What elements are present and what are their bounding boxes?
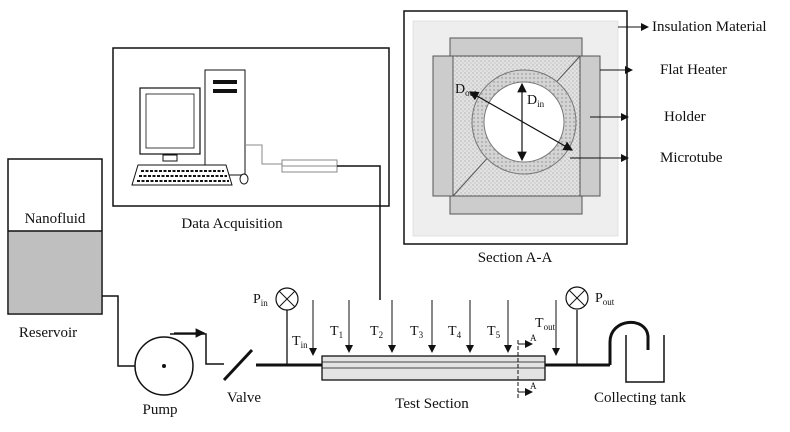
- reservoir-fluid: [9, 231, 101, 313]
- pump-label: Pump: [142, 402, 177, 418]
- test-section-label: Test Section: [395, 396, 469, 412]
- valve: Valve: [222, 348, 261, 406]
- collecting-tank-vessel: [625, 335, 665, 383]
- data-acquisition-label: Data Acquisition: [181, 216, 283, 232]
- nanofluid-label: Nanofluid: [25, 211, 86, 227]
- keyboard-icon: [131, 164, 233, 186]
- p-in-label: Pin: [253, 292, 268, 308]
- heater-right: [579, 55, 601, 197]
- heater-left: [432, 55, 454, 197]
- daq-cable: [337, 165, 381, 300]
- section-a-a: Dout Din Section A-A: [403, 10, 628, 266]
- section-mark-bottom: A: [530, 381, 537, 391]
- t3-label: T3: [410, 324, 424, 340]
- p-out-label: Pout: [595, 291, 615, 307]
- valve-symbol: [222, 348, 254, 382]
- section-callouts: [570, 23, 649, 162]
- collecting-tank: Collecting tank: [594, 335, 687, 406]
- temperature-labels: Tin T1 T2 T3 T4 T5 Tout: [292, 316, 556, 350]
- holder-label: Holder: [664, 109, 706, 125]
- pump: Pump: [134, 336, 194, 418]
- pressure-gauge-inlet: Pin: [253, 287, 299, 365]
- t-out-label: Tout: [535, 316, 556, 332]
- pipe-outlet-bend: [608, 320, 650, 365]
- collecting-tank-label: Collecting tank: [594, 390, 687, 406]
- pipe-pump-to-valve: [170, 333, 224, 365]
- insulation-label: Insulation Material: [652, 19, 767, 35]
- test-section: Test Section A A: [321, 333, 546, 412]
- t5-label: T5: [487, 324, 501, 340]
- microtube-label: Microtube: [660, 150, 723, 166]
- t2-label: T2: [370, 324, 383, 340]
- d-out-label: Dout: [455, 82, 477, 98]
- reservoir: Nanofluid Reservoir: [7, 158, 103, 341]
- microtube-bore: [483, 81, 565, 163]
- section-mark-top: A: [530, 333, 537, 343]
- t-in-label: Tin: [292, 334, 308, 350]
- heater-top: [449, 37, 583, 59]
- t4-label: T4: [448, 324, 462, 340]
- data-acquisition: Data Acquisition: [112, 47, 390, 232]
- t1-label: T1: [330, 324, 343, 340]
- pipe-reservoir-to-pump: [102, 295, 142, 367]
- thermocouple-probes: [309, 300, 560, 356]
- d-in-label: Din: [527, 93, 545, 109]
- reservoir-label: Reservoir: [19, 325, 77, 341]
- pressure-gauge-outlet: Pout: [565, 286, 615, 365]
- section-aa-label: Section A-A: [478, 250, 553, 266]
- computer-tower-icon: [204, 69, 246, 176]
- heater-bottom: [449, 193, 583, 215]
- flat-heater-label: Flat Heater: [660, 62, 727, 78]
- valve-label: Valve: [227, 390, 261, 406]
